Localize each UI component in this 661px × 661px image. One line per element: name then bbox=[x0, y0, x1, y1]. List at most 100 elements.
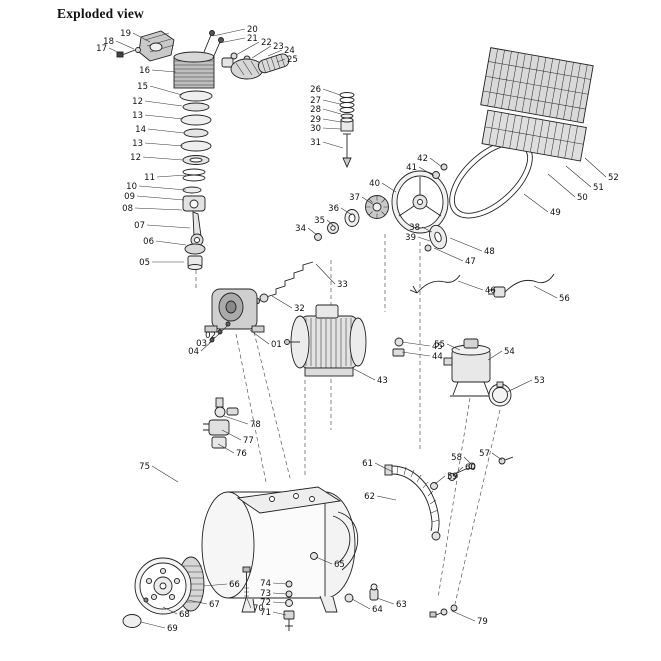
part-label: 06 bbox=[143, 237, 154, 247]
part-label: 14 bbox=[135, 125, 146, 135]
leader-line bbox=[434, 475, 446, 485]
part-label: 21 bbox=[247, 34, 258, 44]
leader-line bbox=[272, 611, 287, 616]
leader-line bbox=[340, 207, 353, 216]
leader-line bbox=[451, 610, 476, 622]
gasket-stack bbox=[179, 90, 213, 165]
leader-line bbox=[271, 295, 293, 309]
leader-line bbox=[418, 166, 435, 177]
leader-line bbox=[433, 247, 464, 262]
leader-line bbox=[374, 462, 394, 473]
leader-line bbox=[376, 495, 397, 501]
leader-line bbox=[381, 182, 397, 193]
leader-line bbox=[115, 40, 135, 50]
part-label: 01 bbox=[271, 340, 282, 350]
cylinder-fins bbox=[173, 51, 215, 89]
part-label: 27 bbox=[310, 96, 321, 106]
leader-line bbox=[457, 280, 484, 291]
filter-regulator bbox=[203, 397, 239, 449]
leader-line bbox=[272, 592, 288, 595]
leader-line bbox=[251, 45, 272, 59]
leader-line bbox=[351, 367, 376, 381]
part-label: 24 bbox=[284, 46, 295, 56]
part-label: 38 bbox=[409, 223, 420, 233]
part-label: 13 bbox=[132, 139, 143, 149]
leader-line bbox=[221, 429, 242, 441]
leader-line bbox=[326, 219, 336, 228]
part-label: 65 bbox=[334, 560, 345, 570]
leader-line bbox=[200, 340, 213, 352]
part-label: 28 bbox=[310, 105, 321, 115]
part-label: 76 bbox=[236, 449, 247, 459]
leader-line bbox=[401, 351, 431, 357]
air-filter-assembly bbox=[203, 30, 290, 80]
leader-line bbox=[151, 465, 179, 483]
part-label: 68 bbox=[179, 610, 190, 620]
leader-line bbox=[132, 32, 151, 43]
part-label: 50 bbox=[577, 193, 588, 203]
leader-line bbox=[584, 157, 607, 178]
leader-line bbox=[487, 350, 503, 361]
leader-line bbox=[245, 595, 252, 609]
part-label: 12 bbox=[130, 153, 141, 163]
leader-line bbox=[463, 456, 473, 466]
leader-line bbox=[322, 141, 344, 149]
part-label: 78 bbox=[250, 420, 261, 430]
leader-line bbox=[147, 128, 185, 134]
leader-line bbox=[322, 99, 341, 105]
leader-line bbox=[315, 556, 333, 565]
part-label: 30 bbox=[310, 124, 321, 134]
part-label: 48 bbox=[484, 247, 495, 257]
leader-line bbox=[212, 28, 246, 37]
leader-line bbox=[351, 598, 371, 610]
part-label: 04 bbox=[188, 347, 199, 357]
part-label: 13 bbox=[132, 111, 143, 121]
part-label: 67 bbox=[209, 600, 220, 610]
part-label: 07 bbox=[134, 221, 145, 231]
part-label: 66 bbox=[229, 580, 240, 590]
connecting-rod bbox=[190, 211, 204, 247]
part-label: 47 bbox=[465, 257, 476, 267]
part-label: 56 bbox=[559, 294, 570, 304]
pipe-fittings bbox=[430, 456, 514, 490]
drain-parts bbox=[283, 580, 295, 631]
leader-line bbox=[421, 226, 433, 233]
leader-line bbox=[272, 601, 288, 604]
leader-line bbox=[533, 285, 558, 299]
leader-line bbox=[376, 597, 395, 605]
leader-line bbox=[149, 85, 183, 96]
radiator-grid bbox=[480, 47, 594, 162]
part-label: 31 bbox=[310, 138, 321, 148]
part-label: 54 bbox=[504, 347, 515, 357]
leader-line bbox=[491, 452, 503, 461]
leader-line bbox=[452, 466, 464, 477]
part-label: 15 bbox=[137, 82, 148, 92]
part-label: 51 bbox=[593, 183, 604, 193]
leader-line bbox=[449, 237, 483, 252]
leader-line bbox=[565, 165, 592, 188]
part-label: 25 bbox=[287, 55, 298, 65]
leader-line bbox=[235, 41, 260, 56]
part-label: 08 bbox=[122, 204, 133, 214]
part-label: 64 bbox=[372, 605, 383, 615]
part-label: 45 bbox=[432, 342, 443, 352]
part-label: 39 bbox=[405, 233, 416, 243]
bearing-plate bbox=[184, 243, 206, 270]
leader-line bbox=[203, 583, 228, 587]
axle-bolt bbox=[242, 566, 251, 598]
part-label: 75 bbox=[139, 462, 150, 472]
leader-line bbox=[155, 240, 187, 246]
part-label: 33 bbox=[337, 280, 348, 290]
small-pulley bbox=[424, 224, 447, 252]
leader-line bbox=[223, 415, 249, 425]
leader-line bbox=[151, 69, 177, 73]
part-label: 37 bbox=[349, 193, 360, 203]
part-label: 03 bbox=[196, 339, 207, 349]
leader-line bbox=[156, 174, 187, 178]
leader-line bbox=[523, 193, 549, 213]
part-label: 22 bbox=[261, 38, 272, 48]
leader-line bbox=[136, 195, 185, 201]
leader-line bbox=[144, 100, 183, 107]
part-label: 35 bbox=[314, 216, 325, 226]
